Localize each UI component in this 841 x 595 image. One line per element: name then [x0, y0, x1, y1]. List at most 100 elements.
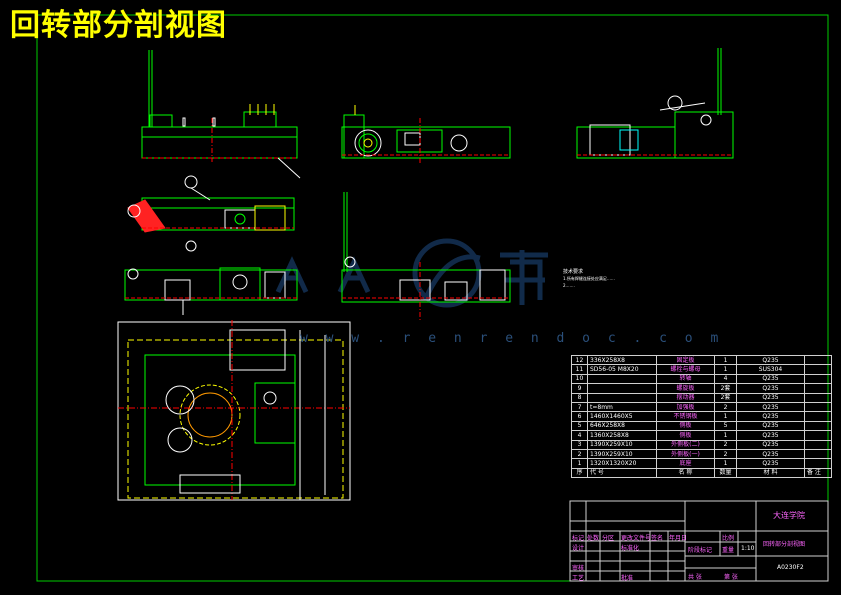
bom-cell-mat: Q235	[736, 383, 805, 394]
plan-view	[117, 320, 351, 501]
bom-cell-no: 5	[571, 420, 588, 432]
bom-cell-code: 336X258X8	[587, 354, 657, 366]
bom-header-name: 名 称	[656, 467, 715, 479]
bom-cell-rem	[804, 383, 832, 394]
bom-cell-name: 固定板	[656, 354, 715, 366]
drawing-number: A0230F2	[777, 564, 804, 571]
bom-cell-no: 10	[571, 373, 588, 385]
bom-cell-qty: 2套	[714, 383, 737, 394]
bom-cell-no: 1	[571, 458, 588, 469]
bom-cell-code: SD56-05 M8X20	[587, 364, 657, 375]
bom-cell-code: 1460X1460X5	[587, 411, 657, 422]
bom-cell-mat: Q235	[736, 373, 805, 385]
bom-cell-mat: Q235	[736, 430, 805, 441]
tb-label-check: 审核	[572, 565, 585, 572]
bom-cell-code	[587, 373, 657, 385]
bom-cell-name: 螺旋板	[656, 383, 715, 394]
tb-label-ratio: 比例	[722, 535, 735, 542]
notes-line-2: 2.……	[563, 283, 575, 288]
school-name: 大连学院	[773, 511, 805, 520]
tb-label-process: 工艺	[572, 575, 585, 582]
tb-label-doc: 更改文件号	[621, 535, 652, 542]
bom-header-no: 序	[571, 467, 588, 479]
tb-label-approve: 批准	[621, 575, 634, 582]
section-view-1	[127, 175, 295, 233]
bom-cell-rem	[804, 411, 832, 422]
bom-cell-qty: 2	[714, 439, 737, 450]
bom-cell-name: 螺栓与螺母	[656, 364, 715, 375]
bom-cell-qty: 1	[714, 411, 737, 422]
bom-cell-code	[587, 392, 657, 403]
watermark-logo	[275, 238, 548, 308]
tb-label-mark: 标记	[572, 535, 585, 542]
title-block-frame	[569, 500, 829, 582]
bom-cell-rem	[804, 354, 832, 366]
bom-cell-code: 1360X258X8	[587, 430, 657, 441]
bom-cell-no: 4	[571, 430, 588, 441]
bom-cell-qty: 1	[714, 354, 737, 366]
bom-cell-mat: Q235	[736, 354, 805, 366]
bom-cell-code: 1320X1320X20	[587, 458, 657, 469]
bom-cell-qty: 2	[714, 448, 737, 460]
bom-cell-name: 不锈钢板	[656, 411, 715, 422]
bom-cell-no: 12	[571, 354, 588, 366]
page-title: 回转部分剖视图	[10, 8, 227, 43]
bom-cell-name: 侧板	[656, 420, 715, 432]
bom-header-qty: 数量	[714, 467, 737, 479]
bom-cell-no: 8	[571, 392, 588, 403]
bom-cell-qty: 5	[714, 420, 737, 432]
bom-cell-mat: SUS304	[736, 364, 805, 375]
bom-cell-name: 外侧板(二)	[656, 439, 715, 450]
bom-cell-code: 1390X259X10	[587, 439, 657, 450]
bom-cell-rem	[804, 458, 832, 469]
tb-label-sheet: 第 张	[724, 574, 738, 581]
bom-cell-name: 加强板	[656, 401, 715, 413]
bom-header-mat: 材 料	[736, 467, 805, 479]
bom-cell-code: 646X258X8	[587, 420, 657, 432]
bom-cell-qty: 1	[714, 430, 737, 441]
bom-cell-rem	[804, 373, 832, 385]
bom-cell-code	[587, 383, 657, 394]
bom-cell-name: 转轴	[656, 373, 715, 385]
bom-cell-no: 3	[571, 439, 588, 450]
bom-cell-qty: 1	[714, 458, 737, 469]
bom-cell-rem	[804, 401, 832, 413]
bom-cell-no: 7	[571, 401, 588, 413]
notes-line-1: 1.所有焊缝连接处应满足……	[563, 276, 615, 281]
bom-cell-name: 侧板	[656, 430, 715, 441]
watermark-url: w w w . r e n r e n d o c . c o m	[300, 331, 724, 346]
bom-cell-mat: Q235	[736, 420, 805, 432]
bom-cell-name: 底座	[656, 458, 715, 469]
bom-header-code: 代 号	[587, 467, 657, 479]
tb-label-design: 设计	[572, 545, 585, 552]
bom-cell-no: 2	[571, 448, 588, 460]
bom-cell-rem	[804, 392, 832, 403]
tb-label-standard: 标准化	[621, 545, 640, 552]
scale-value: 1:10	[741, 545, 755, 552]
notes-title: 技术要求	[563, 269, 584, 275]
bom-cell-qty: 2	[714, 401, 737, 413]
tb-label-weight: 重量	[722, 547, 735, 554]
tb-label-stage: 阶段标记	[688, 547, 713, 554]
bom-cell-rem	[804, 448, 832, 460]
bom-cell-qty: 1	[714, 364, 737, 375]
section-view-3	[341, 192, 511, 320]
bom-cell-rem	[804, 439, 832, 450]
tb-label-count: 处数	[587, 535, 600, 542]
bom-cell-rem	[804, 430, 832, 441]
side-view	[576, 48, 734, 159]
section-view-2	[124, 240, 298, 315]
bom-cell-no: 11	[571, 364, 588, 375]
